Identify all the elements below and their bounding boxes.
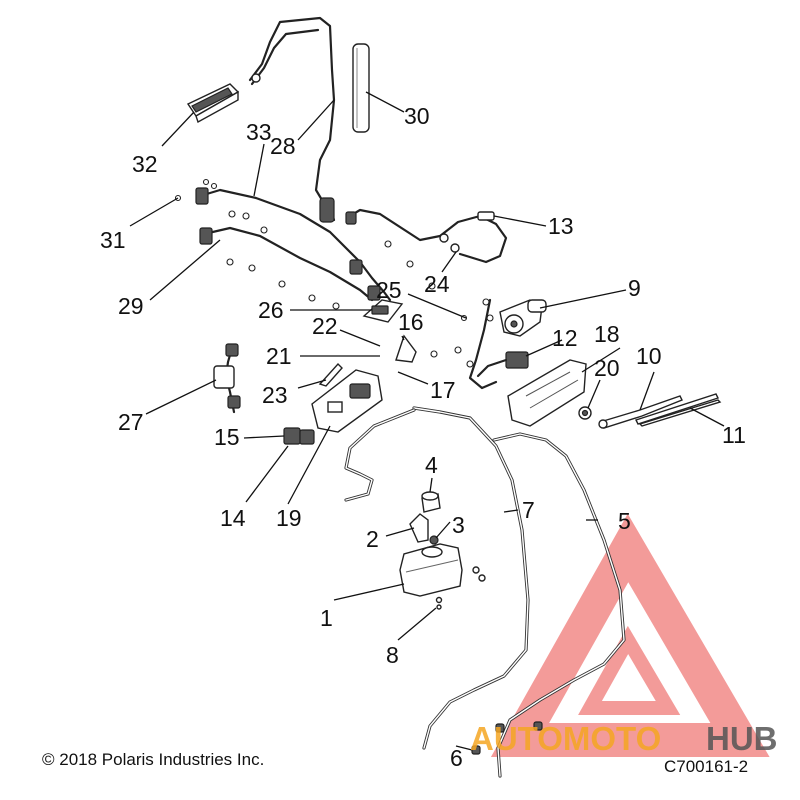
watermark-brand-part2: HUB: [706, 720, 778, 757]
callout-22: 22: [312, 313, 338, 339]
callout-12: 12: [552, 325, 578, 351]
callout-14: 14: [220, 505, 246, 531]
bracket-16: [395, 334, 417, 363]
callout-13: 13: [548, 213, 574, 239]
connector-12: [476, 351, 529, 378]
callout-labels: 1 2 3 4 5 6 7 8 9 10 11 12 13 14 15 16 1…: [100, 103, 746, 771]
wiper-motor-9: [468, 298, 547, 390]
washer-hose-5: [492, 432, 626, 778]
callout-20: 20: [594, 355, 620, 381]
callout-24: 24: [424, 271, 450, 297]
watermark-brand: AUTOMOTO HUB: [470, 720, 778, 757]
callout-25: 25: [376, 277, 402, 303]
filler-cap-4: [421, 491, 441, 513]
callout-5: 5: [618, 508, 631, 534]
callout-3: 3: [452, 512, 465, 538]
relay-harness-27: [213, 343, 241, 414]
callout-10: 10: [636, 343, 662, 369]
callout-33: 33: [246, 119, 272, 145]
tube-30: [352, 43, 370, 133]
callout-9: 9: [628, 275, 641, 301]
callout-2: 2: [366, 526, 379, 552]
nozzle-20: [578, 406, 592, 420]
callout-26: 26: [258, 297, 284, 323]
callout-1: 1: [320, 605, 333, 631]
callout-6: 6: [450, 745, 463, 771]
leader-lines: [129, 91, 725, 751]
callout-11: 11: [722, 422, 746, 448]
watermark: [490, 513, 770, 757]
callout-19: 19: [276, 505, 302, 531]
callout-30: 30: [404, 103, 430, 129]
connector-block-32: [186, 83, 240, 124]
switch-pair-15: [283, 427, 315, 445]
callout-16: 16: [398, 309, 424, 335]
switch-panel-26: [362, 299, 404, 323]
clip-fasteners: [174, 178, 494, 368]
callout-23: 23: [262, 382, 288, 408]
harness-33-29: [195, 187, 508, 302]
washer-reservoir-1: [399, 543, 486, 597]
watermark-triangle-icon: [490, 513, 770, 757]
copyright-notice: © 2018 Polaris Industries Inc.: [42, 750, 265, 769]
pump-2: [409, 513, 429, 543]
callout-8: 8: [386, 642, 399, 668]
callout-31: 31: [100, 227, 126, 253]
wiper-blade-11: [635, 393, 722, 427]
diagram-code: C700161-2: [664, 757, 749, 776]
callout-21: 21: [266, 343, 292, 369]
callout-7: 7: [522, 497, 535, 523]
callout-15: 15: [214, 424, 240, 450]
callout-17: 17: [430, 377, 456, 403]
washer-hose-7: [344, 406, 530, 750]
control-panel-19: [311, 369, 383, 433]
callout-29: 29: [118, 293, 144, 319]
callout-28: 28: [270, 133, 296, 159]
callout-32: 32: [132, 151, 158, 177]
mounting-plate-18: [507, 359, 587, 427]
callout-18: 18: [594, 321, 620, 347]
fastener-8: [435, 596, 443, 610]
callout-4: 4: [425, 452, 438, 478]
wire-harness-28: [248, 16, 336, 223]
callout-27: 27: [118, 409, 144, 435]
watermark-brand-part1: AUTOMOTO: [470, 720, 661, 757]
